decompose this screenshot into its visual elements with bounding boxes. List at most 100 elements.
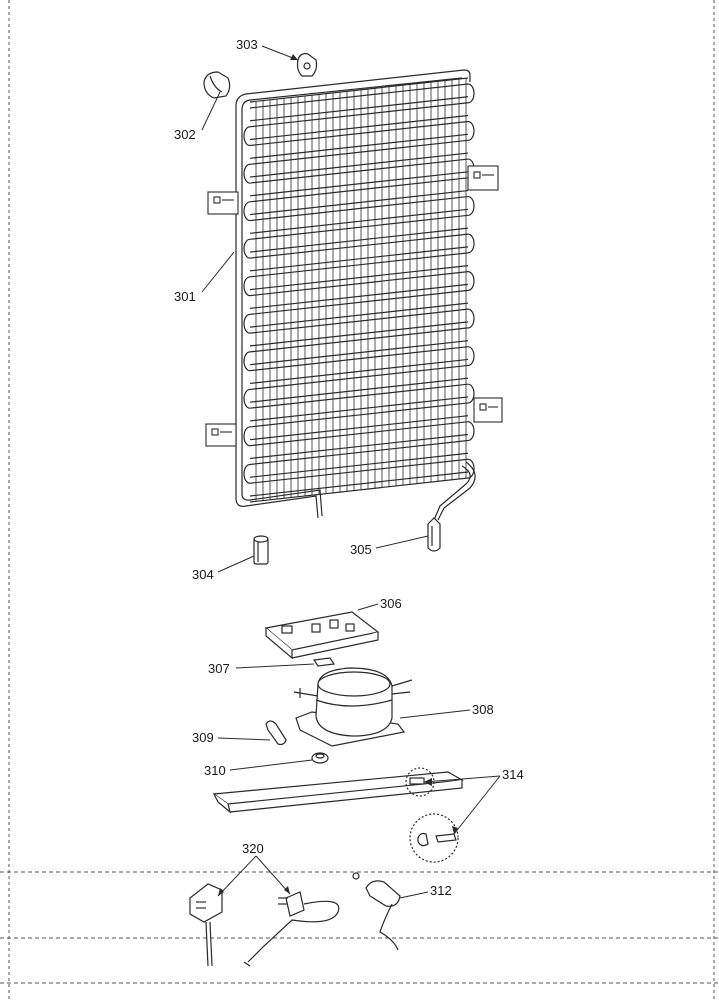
part-307-pad [312, 657, 336, 667]
bracket-left-bottom [205, 423, 237, 447]
coil-bend [243, 238, 251, 259]
coil-bend [467, 383, 475, 404]
condenser [235, 69, 476, 521]
coil-bend [243, 313, 251, 334]
coil-wires [255, 78, 467, 502]
coil-tube [249, 302, 469, 328]
part-304-sleeve [253, 535, 269, 565]
part-302-cap [203, 71, 231, 99]
coil-tube [249, 402, 469, 428]
part-308-compressor [293, 667, 413, 747]
coil-tube [249, 171, 469, 197]
coil-tube [249, 289, 469, 315]
coil-bend [243, 463, 251, 484]
coil-bend [243, 388, 251, 409]
bracket-right-bottom [473, 397, 503, 423]
coil-tube [249, 283, 469, 309]
coil-tube [249, 340, 469, 366]
coil-tube [249, 139, 469, 165]
coil-tube [249, 308, 469, 334]
part-314-rail [212, 767, 464, 814]
coil-bend [467, 308, 475, 329]
coil-tube [249, 114, 469, 141]
coil-tube [249, 265, 469, 291]
coil-tube [249, 421, 469, 447]
label-303: 303 [236, 37, 258, 52]
coil-tube [249, 271, 469, 297]
coil-bend [467, 346, 475, 367]
part-312-capacitor [352, 872, 401, 951]
coil-tube [249, 346, 469, 372]
coil-bend [467, 271, 475, 291]
coil-tube [249, 439, 469, 466]
leader-arrows [218, 54, 458, 896]
part-309-clip [265, 720, 287, 746]
coil-tube [249, 396, 469, 422]
coil-tube [249, 327, 469, 353]
coil-bend [467, 233, 475, 254]
coil-tube [249, 452, 469, 478]
label-306: 306 [380, 596, 402, 611]
coil-tube [249, 252, 469, 278]
coil-tube [249, 96, 469, 122]
label-312: 312 [430, 883, 452, 898]
coil-bend [243, 276, 251, 297]
coil-tube [249, 152, 469, 178]
label-305: 305 [350, 542, 372, 557]
condenser-brackets [205, 165, 503, 447]
bracket-right-top [467, 165, 499, 191]
coil-tube [249, 102, 469, 128]
coil-bend [243, 426, 251, 447]
label-307: 307 [208, 661, 230, 676]
label-302: 302 [174, 127, 196, 142]
label-320: 320 [242, 841, 264, 856]
coil-bend [467, 195, 475, 216]
coil-tube [249, 208, 469, 234]
label-308: 308 [472, 702, 494, 717]
label-310: 310 [204, 763, 226, 778]
coil-tube [249, 471, 469, 497]
coil-tube [249, 189, 469, 216]
part-305-drier [427, 517, 441, 552]
coil-tube [249, 415, 469, 441]
coil-tube [249, 321, 469, 347]
coil-rows [243, 77, 475, 503]
coil-bend [467, 83, 475, 104]
coil-bend [243, 163, 251, 184]
coil-tube [249, 358, 469, 385]
coil-tube [249, 433, 469, 460]
part-303-clip [296, 53, 318, 77]
bracket-left-top [207, 191, 239, 215]
coil-tube [249, 177, 469, 203]
part-310-grommet [311, 752, 329, 764]
coil-bend [467, 120, 475, 141]
coil-bend [467, 421, 475, 442]
coil-tube [249, 383, 469, 409]
part-306-drip-tray [264, 611, 380, 660]
coil-bend [243, 201, 251, 222]
coil-tube [249, 214, 469, 240]
coil-tube [249, 83, 469, 109]
coil-tube [249, 458, 469, 484]
coil-tube [249, 227, 469, 253]
coil-tube [249, 77, 469, 103]
coil-bend [243, 351, 251, 372]
coil-tube [249, 364, 469, 391]
label-309: 309 [192, 730, 214, 745]
leader-lines [201, 45, 501, 899]
label-314: 314 [502, 767, 524, 782]
label-304: 304 [192, 567, 214, 582]
part-314-detail [409, 813, 459, 863]
part-320-mains-cable [189, 883, 340, 967]
coil-tube [249, 377, 469, 403]
coil-tube [249, 120, 469, 147]
coil-tube [249, 233, 469, 259]
coil-bend [243, 126, 251, 147]
coil-tube [249, 246, 469, 272]
coil-tube [249, 195, 469, 222]
coil-tube [249, 158, 469, 184]
label-301: 301 [174, 289, 196, 304]
coil-tube [249, 477, 469, 503]
